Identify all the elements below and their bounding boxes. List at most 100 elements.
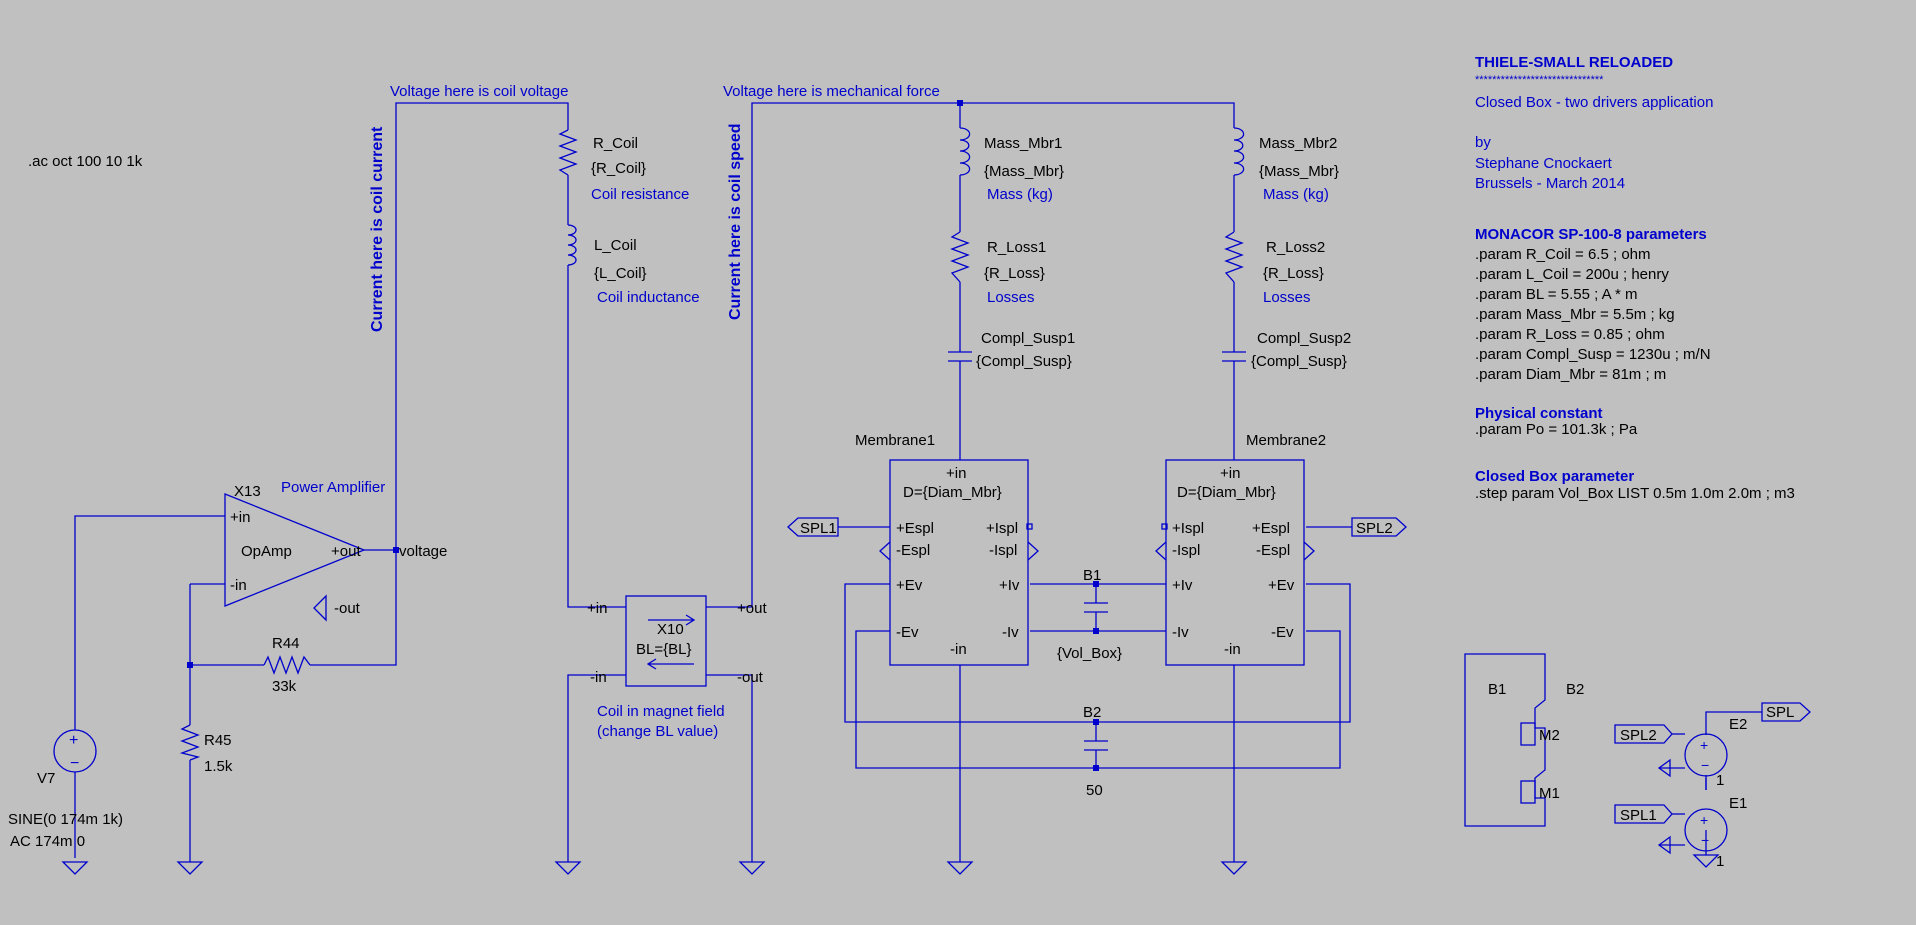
r45-val: 1.5k [204,758,233,775]
legend-b1: B1 [1488,681,1506,698]
membrane1-iv-n: -Iv [1002,624,1019,641]
e1-minus-icon: − [1701,832,1709,848]
capacitor-b2[interactable]: B2 50 [1083,704,1108,799]
x10-in-p: +in [587,600,607,617]
net-label-voltage[interactable]: voltage [399,543,447,560]
resistor-r-loss2[interactable]: R_Loss2 {R_Loss} Losses [1224,231,1325,306]
note-coil-voltage[interactable]: Voltage here is coil voltage [390,83,568,100]
b2-ref: B2 [1083,704,1101,721]
info-title[interactable]: THIELE-SMALL RELOADED [1475,54,1673,71]
e1-gnd-icon [1657,835,1671,855]
info-param-4[interactable]: .param R_Loss = 0.85 ; ohm [1475,326,1665,343]
opamp-x13[interactable]: X13 Power Amplifier +in OpAmp +out -in -… [224,479,385,617]
membrane2-block[interactable]: Membrane2 +in D={Diam_Mbr} +Ispl -Ispl +… [1155,432,1326,666]
csusp2-ref: Compl_Susp2 [1257,330,1351,347]
spl2-flag[interactable]: SPL2 [1351,517,1407,537]
x10-val: BL={BL} [636,641,691,658]
membrane1-ispl-pin-icon [1026,523,1033,530]
capacitor-compl-susp2[interactable]: Compl_Susp2 {Compl_Susp} [1222,330,1351,370]
b1-ref: B1 [1083,567,1101,584]
voltage-source-v7[interactable]: + − V7 SINE(0 174m 1k) AC 174m 0 [8,729,123,850]
membrane2-espl-port-icon [1303,541,1315,561]
note-coil-speed[interactable]: Current here is coil speed [727,123,744,320]
info-param-0[interactable]: .param R_Coil = 6.5 ; ohm [1475,246,1651,263]
x13-out-p: +out [331,543,361,560]
v7-val1: SINE(0 174m 1k) [8,811,123,828]
resistor-r45[interactable]: R45 1.5k [179,724,233,775]
membrane1-iv-p: +Iv [999,577,1020,594]
x10-out-p: +out [737,600,767,617]
spl-out-flag [1761,702,1811,722]
legend-m1: M1 [1539,785,1560,802]
info-place[interactable]: Brussels - March 2014 [1475,175,1625,192]
info-param-6[interactable]: .param Diam_Mbr = 81m ; m [1475,366,1666,383]
x13-in-p: +in [230,509,250,526]
csusp2-val: {Compl_Susp} [1251,353,1347,370]
legend-b2: B2 [1566,681,1584,698]
info-phys-title[interactable]: Physical constant [1475,405,1603,422]
resistor-r-loss1[interactable]: R_Loss1 {R_Loss} Losses [950,231,1046,306]
x10-out-n: -out [737,669,764,686]
info-params-title[interactable]: MONACOR SP-100-8 parameters [1475,226,1707,243]
gyrator-x10[interactable]: X10 BL={BL} +in -in +out -out [587,595,767,687]
membrane2-ispl-port-icon [1155,541,1167,561]
note-change-bl[interactable]: (change BL value) [597,723,718,740]
membrane2-diam: D={Diam_Mbr} [1177,484,1276,501]
note-coil-in-field[interactable]: Coil in magnet field [597,703,725,720]
info-param-5[interactable]: .param Compl_Susp = 1230u ; m/N [1475,346,1711,363]
info-param-2[interactable]: .param BL = 5.55 ; A * m [1475,286,1637,303]
spl2-label: SPL2 [1356,520,1393,537]
ac-directive[interactable]: .ac oct 100 10 1k [28,153,143,170]
membrane1-ispl-port-icon [1027,541,1039,561]
legend-box[interactable]: B1 B2 M2 M1 [1464,653,1584,827]
note-mechanical-force[interactable]: Voltage here is mechanical force [723,83,940,100]
note-coil-current[interactable]: Current here is coil current [369,126,386,332]
membrane1-espl-n: -Espl [896,542,930,559]
membrane2-ev-p: +Ev [1268,577,1295,594]
info-param-1[interactable]: .param L_Coil = 200u ; henry [1475,266,1669,283]
e1-ref: E1 [1729,795,1747,812]
membrane2-ev-n: -Ev [1271,624,1294,641]
e1-spl1-flag [1614,804,1673,824]
info-author[interactable]: Stephane Cnockaert [1475,155,1613,172]
x10-ref: X10 [657,621,684,638]
info-by[interactable]: by [1475,134,1491,151]
e2-spl2-label: SPL2 [1620,727,1657,744]
inductor-mass-mbr2[interactable]: Mass_Mbr2 {Mass_Mbr} Mass (kg) [1233,127,1339,203]
resistor-r44[interactable]: R44 33k [263,635,311,695]
membrane1-ev-n: -Ev [896,624,919,641]
capacitor-compl-susp1[interactable]: Compl_Susp1 {Compl_Susp} [948,330,1075,370]
resistor-r-coil[interactable]: R_Coil {R_Coil} Coil resistance [558,129,689,203]
r-coil-desc: Coil resistance [591,186,689,203]
mass2-ref: Mass_Mbr2 [1259,135,1337,152]
inductor-l-coil[interactable]: L_Coil {L_Coil} Coil inductance [567,224,700,306]
info-box-title[interactable]: Closed Box parameter [1475,468,1634,485]
r44-val: 33k [272,678,297,695]
info-box[interactable]: .step param Vol_Box LIST 0.5m 1.0m 2.0m … [1475,485,1795,502]
membrane1-ev-p: +Ev [896,577,923,594]
summing-sources[interactable]: + − + − E2 1 E1 1 SPL2 SPL1 SPL [1614,702,1811,870]
e2-spl2-flag [1614,724,1673,744]
membrane2-ref: Membrane2 [1246,432,1326,449]
membrane1-block[interactable]: Membrane1 +in D={Diam_Mbr} +Espl -Espl +… [855,432,1039,666]
info-phys[interactable]: .param Po = 101.3k ; Pa [1475,421,1638,438]
info-param-3[interactable]: .param Mass_Mbr = 5.5m ; kg [1475,306,1675,323]
x13-in-n: -in [230,577,247,594]
membrane2-iv-n: -Iv [1172,624,1189,641]
info-stars[interactable]: ****************************** [1475,74,1604,86]
e2-gnd-icon [1657,758,1671,778]
x13-desc: Power Amplifier [281,479,385,496]
mass2-desc: Mass (kg) [1263,186,1329,203]
e2-plus-icon: + [1700,737,1708,753]
info-subtitle[interactable]: Closed Box - two drivers application [1475,94,1713,111]
l-coil-desc: Coil inductance [597,289,700,306]
membrane1-espl-port-icon [879,541,891,561]
capacitor-b1[interactable]: B1 {Vol_Box} [1057,567,1122,662]
inductor-mass-mbr1[interactable]: Mass_Mbr1 {Mass_Mbr} Mass (kg) [959,127,1064,203]
ground-symbols [61,594,1720,875]
spl1-flag[interactable]: SPL1 [787,517,839,537]
mass1-val: {Mass_Mbr} [984,163,1064,180]
e2-ref: E2 [1729,716,1747,733]
b2-val: 50 [1086,782,1103,799]
